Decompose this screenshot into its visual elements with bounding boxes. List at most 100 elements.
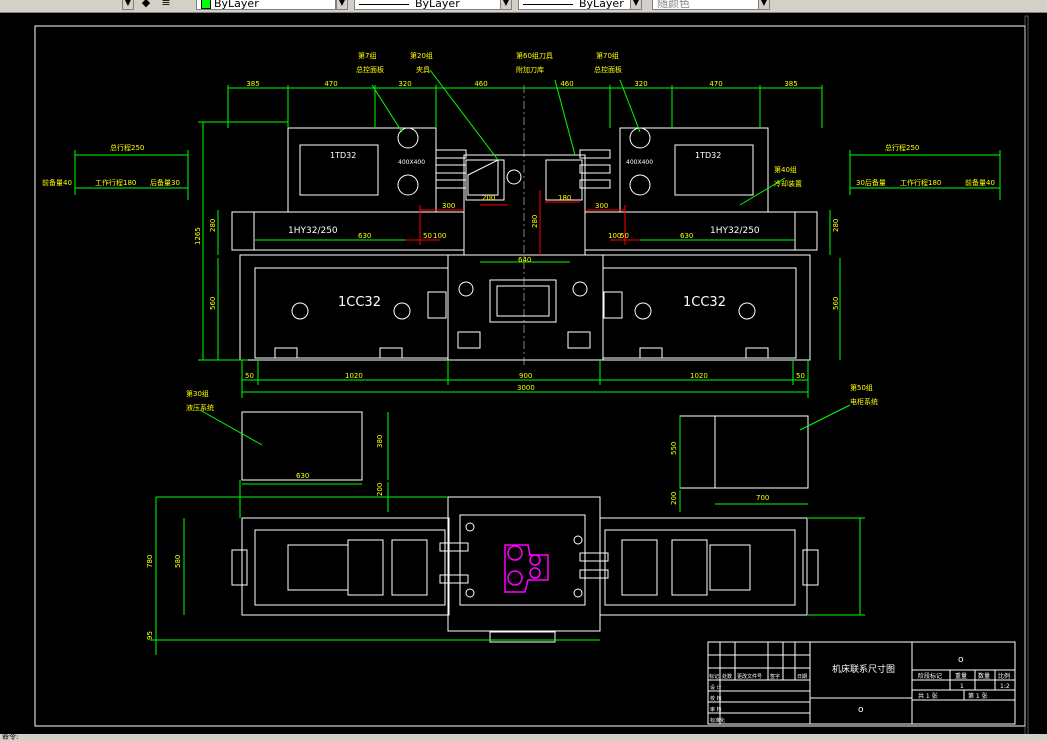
svg-text:前备量40: 前备量40	[42, 178, 72, 187]
workpiece	[504, 544, 549, 593]
color-swatch-icon	[201, 0, 211, 9]
plan-slide-left	[241, 517, 450, 616]
svg-text:工作行程180: 工作行程180	[95, 178, 136, 187]
hydraulic-unit	[241, 411, 363, 481]
svg-text:o: o	[858, 705, 864, 715]
svg-text:附加刀库: 附加刀库	[516, 65, 544, 74]
svg-text:3000: 3000	[517, 384, 535, 392]
command-line[interactable]: 命令:	[0, 734, 1047, 741]
svg-text:560: 560	[832, 297, 840, 310]
linetype-sample-icon	[359, 3, 409, 5]
annotation-labels: 第7组 总控面板 第20组 夹具 第60组刀具 附加刀库 第70组 总控面板 第…	[42, 51, 995, 412]
front-dimension-text: 385 470 320 460 460 320 470 385 1265 280…	[146, 80, 840, 640]
svg-text:560: 560	[209, 297, 217, 310]
properties-toolbar: ▼ ◆ ≡ ByLayer ▼ ByLayer ▼ ByLayer ▼ 随颜色 …	[0, 0, 1047, 13]
svg-text:50: 50	[620, 232, 629, 240]
svg-text:机床联系尺寸图: 机床联系尺寸图	[832, 663, 895, 675]
title-block-text: 机床联系尺寸图 o o 阶段标记 重量 数量 比例 1 1:2 共 1 张 第 …	[709, 655, 1010, 724]
svg-text:总控面板: 总控面板	[356, 65, 384, 74]
slide-right	[584, 211, 818, 251]
svg-text:1020: 1020	[690, 372, 708, 380]
svg-text:阶段标记: 阶段标记	[918, 672, 942, 680]
svg-text:1: 1	[960, 683, 964, 690]
svg-text:总控面板: 总控面板	[594, 65, 622, 74]
svg-text:630: 630	[296, 472, 309, 480]
svg-text:第40组: 第40组	[774, 165, 797, 174]
electric-cabinet	[679, 415, 809, 489]
svg-text:标准化: 标准化	[710, 717, 725, 724]
svg-text:校 核: 校 核	[710, 695, 722, 702]
plotstyle-dropdown-arrow[interactable]: ▼	[758, 0, 770, 10]
svg-text:数量: 数量	[978, 672, 990, 680]
plan-view	[231, 411, 819, 643]
red-dimensions	[405, 190, 640, 255]
svg-text:第30组: 第30组	[186, 389, 209, 398]
plotstyle-control[interactable]: 随颜色	[652, 0, 760, 10]
svg-text:比例: 比例	[998, 672, 1010, 680]
svg-text:50: 50	[796, 372, 805, 380]
linetype-control[interactable]: ByLayer	[354, 0, 512, 10]
svg-text:580: 580	[174, 555, 182, 568]
lineweight-control[interactable]: ByLayer	[518, 0, 642, 10]
svg-text:700: 700	[756, 494, 769, 502]
base-right	[602, 267, 797, 359]
power-head-left	[287, 127, 437, 213]
svg-text:日期: 日期	[797, 674, 807, 680]
svg-text:50: 50	[423, 232, 432, 240]
svg-text:第 1 张: 第 1 张	[968, 692, 988, 700]
svg-text:总行程250: 总行程250	[110, 143, 144, 152]
lineweight-dropdown-arrow[interactable]: ▼	[630, 0, 642, 10]
svg-text:630: 630	[680, 232, 693, 240]
svg-text:320: 320	[634, 80, 647, 88]
center-window	[489, 279, 557, 323]
svg-text:1020: 1020	[345, 372, 363, 380]
svg-text:200: 200	[482, 194, 495, 202]
svg-text:300: 300	[442, 202, 455, 210]
svg-text:180: 180	[558, 194, 571, 202]
svg-text:前备量40: 前备量40	[965, 178, 995, 187]
color-control[interactable]: ByLayer	[196, 0, 336, 10]
svg-text:320: 320	[398, 80, 411, 88]
center-base	[447, 254, 604, 361]
fixture-block	[463, 154, 586, 256]
machine-labels: 1TD32 1TD32 400X400 400X400 1HY32/250 1H…	[288, 151, 760, 310]
linetype-dropdown-arrow[interactable]: ▼	[500, 0, 512, 10]
svg-text:200: 200	[670, 492, 678, 505]
drawing-canvas[interactable]: 385 470 320 460 460 320 470 385 1265 280…	[0, 12, 1047, 741]
slide-left	[231, 211, 465, 251]
svg-text:380: 380	[376, 435, 384, 448]
svg-text:780: 780	[146, 555, 154, 568]
lineweight-sample-icon	[523, 3, 573, 5]
svg-text:液压系统: 液压系统	[186, 403, 214, 412]
svg-text:处数: 处数	[722, 673, 732, 680]
svg-text:1265: 1265	[194, 227, 202, 245]
svg-text:o: o	[958, 655, 964, 665]
layer-state-icon[interactable]: ◆	[141, 0, 151, 9]
svg-text:夹具: 夹具	[416, 65, 430, 74]
svg-text:第20组: 第20组	[410, 51, 433, 60]
plan-slide-right	[599, 517, 808, 616]
svg-text:200: 200	[376, 483, 384, 496]
svg-text:470: 470	[709, 80, 722, 88]
svg-text:第60组刀具: 第60组刀具	[516, 51, 553, 60]
svg-text:1TD32: 1TD32	[330, 151, 356, 160]
svg-text:工作行程180: 工作行程180	[900, 178, 941, 187]
svg-text:1TD32: 1TD32	[695, 151, 721, 160]
svg-text:550: 550	[670, 442, 678, 455]
layers-stack-icon[interactable]: ≡	[161, 0, 171, 9]
svg-text:50: 50	[245, 372, 254, 380]
svg-text:400X400: 400X400	[626, 159, 653, 166]
layer-dropdown-arrow[interactable]: ▼	[122, 0, 134, 10]
svg-text:冷却装置: 冷却装置	[774, 179, 802, 188]
svg-text:签字: 签字	[770, 673, 780, 680]
svg-text:重量: 重量	[955, 672, 967, 680]
color-dropdown-arrow[interactable]: ▼	[336, 0, 348, 10]
svg-text:标记: 标记	[709, 673, 719, 680]
svg-text:后备量30: 后备量30	[150, 178, 180, 187]
power-head-right	[619, 127, 769, 213]
svg-text:第70组: 第70组	[596, 51, 619, 60]
svg-text:640: 640	[518, 256, 531, 264]
svg-text:共 1 张: 共 1 张	[918, 692, 938, 700]
svg-text:100: 100	[608, 232, 621, 240]
svg-text:460: 460	[474, 80, 487, 88]
